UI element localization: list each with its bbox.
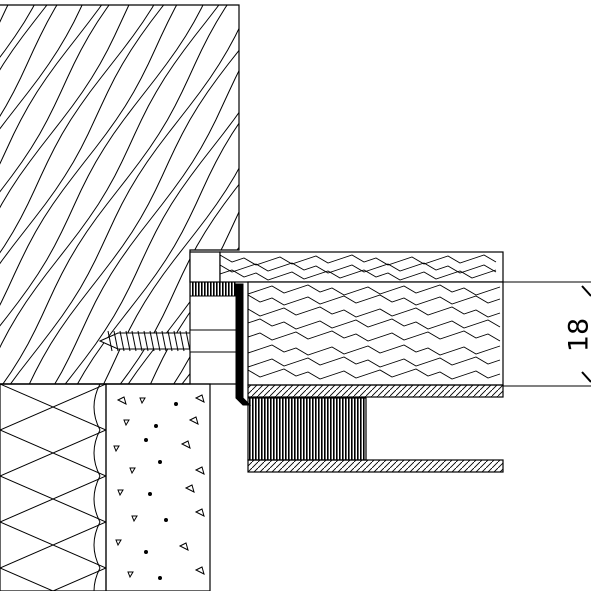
wood-grain-line (94, 5, 239, 384)
board-grain-line (248, 318, 501, 330)
insulation-line (93, 384, 101, 431)
screw-thread (113, 330, 119, 352)
aggregate-dot (144, 438, 148, 442)
screw-icon (98, 329, 239, 353)
screw-thread (173, 330, 179, 352)
aggregate-mark (129, 467, 136, 475)
wood-grain-line (52, 5, 239, 384)
dark-spacer-top (189, 281, 236, 297)
aggregate-mark (180, 440, 191, 449)
aggregate-mark (113, 445, 120, 453)
board-grain-line (220, 269, 497, 281)
dimension-label: 18 (564, 318, 591, 352)
aggregate-mark (123, 419, 130, 427)
board-grain-line (248, 294, 501, 306)
wood-grain-line (0, 5, 238, 384)
aggregate-mark (117, 489, 124, 497)
aggregate-mark (131, 515, 138, 523)
board-grain-line (248, 330, 501, 342)
wood-grain-line (44, 5, 239, 384)
wood-grain-line (0, 5, 74, 384)
screw-thread (119, 330, 125, 352)
insulation-line (0, 521, 106, 569)
aggregate-mark (127, 571, 134, 579)
screw-thread (161, 330, 167, 352)
wood-grain-line (0, 5, 216, 384)
screw-thread (149, 330, 155, 352)
screw-thread (179, 330, 185, 352)
aggregate-dot (174, 402, 178, 406)
aggregate-dot (158, 460, 162, 464)
wood-grain-line (0, 5, 129, 384)
rubber-pad (247, 397, 367, 461)
aggregate-mark (194, 466, 205, 475)
screw-thread (167, 330, 173, 352)
board-grain-line (248, 356, 501, 368)
insulation-layer (0, 383, 107, 591)
wood-grain-line (0, 5, 48, 384)
board-grain-line (248, 284, 501, 296)
aggregate-mark (194, 566, 205, 575)
hatched-plate-upper (247, 384, 504, 398)
wood-grain-line (107, 5, 239, 384)
screw-thread (107, 330, 113, 352)
insulation-line (0, 429, 106, 477)
screw-thread (155, 330, 161, 352)
insulation-line (93, 475, 101, 523)
aggregate-mark (194, 508, 205, 517)
aggregate-dot (158, 576, 162, 580)
hatched-plate-lower (247, 459, 504, 473)
aggregate-mark (178, 542, 189, 551)
aggregate-dot (144, 550, 148, 554)
wood-grain-line (0, 5, 95, 384)
aggregate-dot (164, 518, 168, 522)
dimension-annotation (503, 281, 591, 387)
wood-grain-line (117, 5, 239, 384)
wood-grain-line (0, 5, 67, 384)
aggregate-mark (194, 394, 205, 403)
wood-grain-line (0, 5, 119, 384)
board-grain-line (220, 254, 497, 266)
wood-grain-line (0, 5, 239, 384)
aggregate-mark (184, 484, 195, 493)
screw-thread (143, 330, 149, 352)
insulation-line (0, 475, 106, 523)
board-grain-line (248, 368, 501, 380)
aggregate-mark (139, 397, 146, 405)
main-board (247, 281, 504, 386)
aggregate-dot (148, 492, 152, 496)
wood-grain-line (0, 5, 169, 384)
timber-post (0, 4, 240, 385)
screw-thread (185, 330, 191, 352)
wood-grain-line (68, 5, 239, 384)
wood-grain-line (0, 5, 239, 384)
board-grain-line (248, 344, 501, 356)
wood-grain-line (142, 5, 239, 384)
screw-thread (125, 330, 131, 352)
aggregate-mark (115, 539, 122, 547)
screw-thread (137, 330, 143, 352)
insulation-line (51, 567, 106, 591)
aggregate-dot (154, 424, 158, 428)
board-grain-line (248, 306, 501, 318)
top-board (219, 251, 504, 283)
wood-grain-line (21, 5, 239, 384)
wood-grain-line (0, 5, 184, 384)
aggregate-mark (116, 396, 127, 405)
wood-grain-line (0, 5, 142, 384)
insulation-line (0, 384, 106, 431)
insulation-line (93, 567, 101, 591)
top-spacer-block (189, 251, 221, 283)
wood-grain-line (0, 5, 192, 384)
concrete-block (105, 383, 211, 591)
insulation-line (0, 567, 55, 591)
board-grain-line (220, 262, 497, 274)
insulation-line (93, 521, 101, 569)
aggregate-mark (188, 416, 199, 425)
insulation-line (93, 429, 101, 477)
screw-thread (131, 330, 137, 352)
